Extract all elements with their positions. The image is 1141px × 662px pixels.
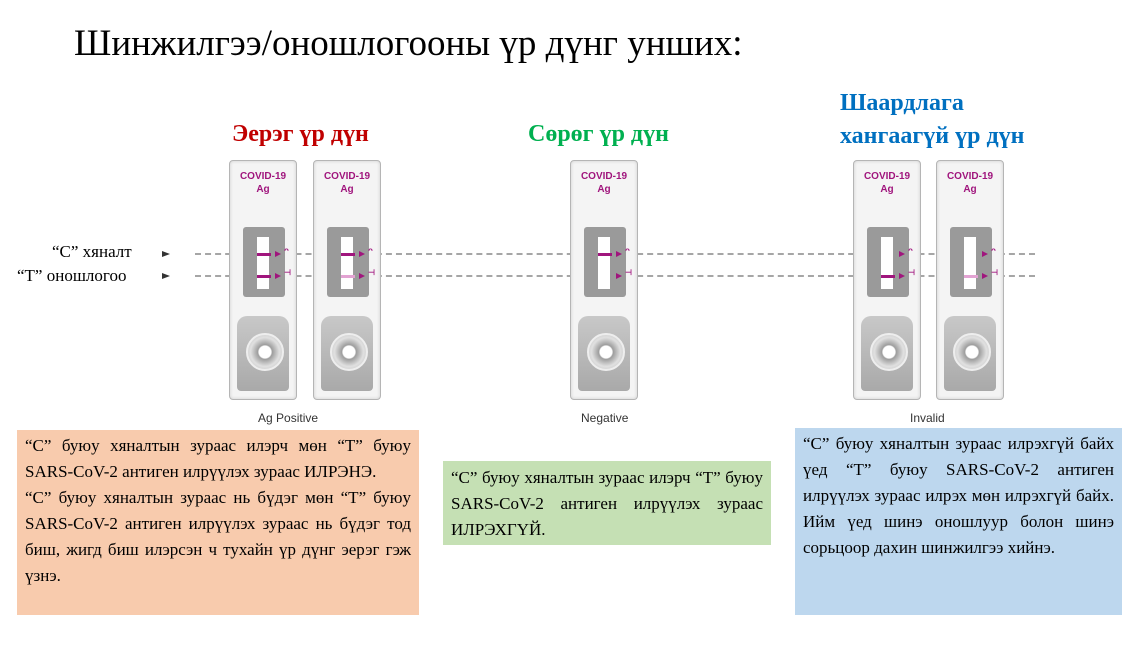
t-symbol: ⊣ bbox=[991, 268, 998, 277]
heading-invalid-line1: Шаардлага bbox=[840, 90, 964, 116]
test-strip bbox=[257, 237, 269, 289]
sample-well-hole-icon bbox=[953, 333, 991, 371]
sample-well-hole-icon bbox=[870, 333, 908, 371]
slide-title: Шинжилгээ/оношлогооны үр дүнг унших: bbox=[74, 23, 743, 64]
c-line-label: “C” хяналт bbox=[52, 242, 132, 261]
sample-well-hole-icon bbox=[330, 333, 368, 371]
c-symbol: ᴖ bbox=[625, 246, 630, 255]
negative-description: “C” буюу хяналтын зураас илэрч “T” буюу … bbox=[443, 461, 771, 545]
c-symbol: ᴖ bbox=[908, 246, 913, 255]
c-marker-icon bbox=[359, 251, 365, 257]
heading-invalid-line2: хангаагүй үр дүн bbox=[840, 123, 1025, 149]
t-marker-icon bbox=[982, 273, 988, 279]
c-result-line bbox=[598, 253, 612, 256]
brand-line2: Ag bbox=[256, 184, 270, 195]
brand-line1: COVID-19 bbox=[863, 171, 911, 182]
positive-description: “C” буюу хяналтын зураас илэрч мөн “T” б… bbox=[17, 430, 419, 615]
t-symbol: ⊣ bbox=[368, 268, 375, 277]
c-symbol: ᴖ bbox=[284, 246, 289, 255]
c-marker-icon bbox=[982, 251, 988, 257]
sample-well-hole-icon bbox=[587, 333, 625, 371]
c-arrow-icon bbox=[162, 251, 170, 257]
positive-text-1: “C” буюу хяналтын зураас илэрч мөн “T” б… bbox=[25, 436, 411, 481]
brand-line2: Ag bbox=[340, 184, 354, 195]
brand-line1: COVID-19 bbox=[323, 171, 371, 182]
negative-text: “C” буюу хяналтын зураас илэрч “T” буюу … bbox=[451, 468, 763, 539]
c-result-line bbox=[341, 253, 355, 256]
t-marker-icon bbox=[616, 273, 622, 279]
t-result-line bbox=[964, 275, 978, 278]
caption-negative: Negative bbox=[581, 411, 629, 425]
heading-negative: Сөрөг үр дүн bbox=[528, 121, 669, 147]
invalid-text: “C” буюу хяналтын зураас илрэхгүй байх ү… bbox=[803, 434, 1114, 557]
positive-text-2: “C” буюу хяналтын зураас нь бүдэг мөн “T… bbox=[25, 488, 411, 585]
t-marker-icon bbox=[359, 273, 365, 279]
t-result-line bbox=[257, 275, 271, 278]
c-symbol: ᴖ bbox=[991, 246, 996, 255]
test-strip bbox=[341, 237, 353, 289]
c-marker-icon bbox=[275, 251, 281, 257]
t-marker-icon bbox=[275, 273, 281, 279]
caption-positive: Ag Positive bbox=[258, 411, 319, 425]
sample-well-hole-icon bbox=[246, 333, 284, 371]
caption-invalid: Invalid bbox=[910, 411, 945, 425]
t-symbol: ⊣ bbox=[625, 268, 632, 277]
t-symbol: ⊣ bbox=[284, 268, 291, 277]
t-result-line bbox=[341, 275, 355, 278]
c-marker-icon bbox=[899, 251, 905, 257]
t-marker-icon bbox=[899, 273, 905, 279]
test-strip bbox=[881, 237, 893, 289]
brand-line2: Ag bbox=[597, 184, 611, 195]
t-line-label: “T” оношлогоо bbox=[17, 266, 127, 285]
heading-positive: Эерэг үр дүн bbox=[232, 121, 369, 147]
brand-line2: Ag bbox=[880, 184, 894, 195]
c-marker-icon bbox=[616, 251, 622, 257]
t-result-line bbox=[881, 275, 895, 278]
brand-line2: Ag bbox=[963, 184, 977, 195]
brand-line1: COVID-19 bbox=[580, 171, 628, 182]
invalid-description: “C” буюу хяналтын зураас илрэхгүй байх ү… bbox=[795, 428, 1122, 615]
brand-line1: COVID-19 bbox=[239, 171, 287, 182]
brand-line1: COVID-19 bbox=[946, 171, 994, 182]
test-strip bbox=[598, 237, 610, 289]
heading-invalid: Шаардлага хангаагүй үр дүн bbox=[840, 87, 1024, 153]
c-result-line bbox=[257, 253, 271, 256]
t-arrow-icon bbox=[162, 273, 170, 279]
test-strip bbox=[964, 237, 976, 289]
c-symbol: ᴖ bbox=[368, 246, 373, 255]
t-symbol: ⊣ bbox=[908, 268, 915, 277]
